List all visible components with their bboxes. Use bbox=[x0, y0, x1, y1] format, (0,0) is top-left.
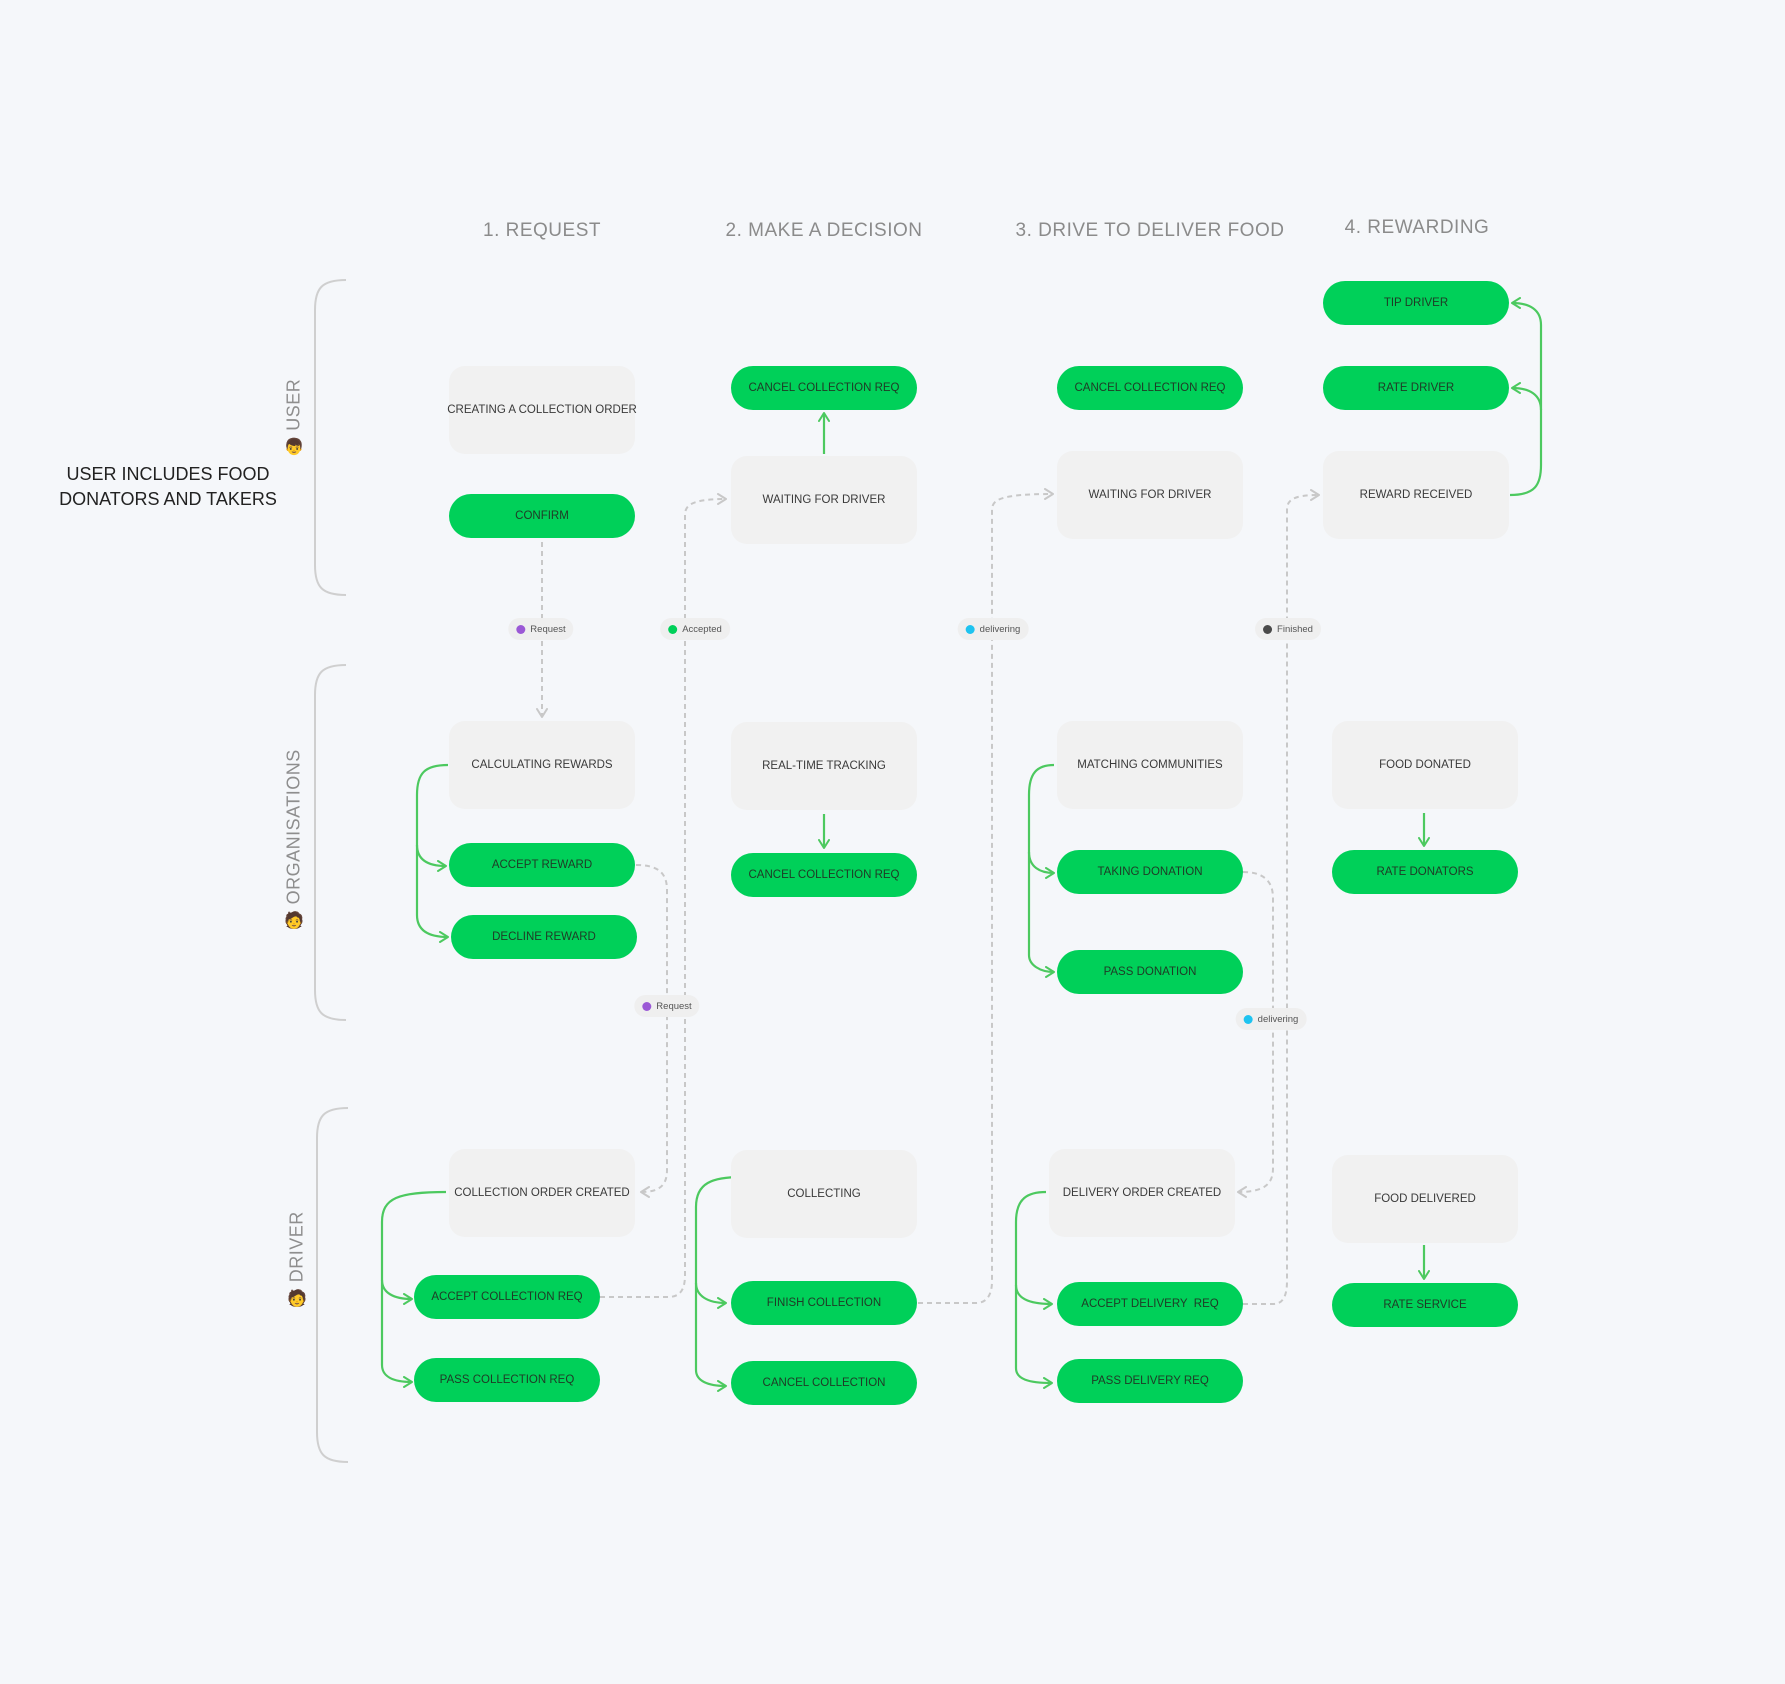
node-waiting-for-driver[interactable]: WAITING FOR DRIVER bbox=[1057, 451, 1243, 539]
cancel-collection-button[interactable]: CANCEL COLLECTION bbox=[731, 1361, 917, 1405]
lane-bracket-user bbox=[314, 279, 347, 596]
node-collecting[interactable]: COLLECTING bbox=[731, 1150, 917, 1238]
arrow-collecting-to-cancel bbox=[694, 1283, 727, 1392]
lane-label-user: 👦 USER bbox=[284, 379, 305, 457]
lane-bracket-organisations bbox=[314, 664, 347, 1021]
lane-bracket-driver bbox=[316, 1107, 349, 1463]
pass-delivery-req-button[interactable]: PASS DELIVERY REQ bbox=[1057, 1359, 1243, 1403]
column-title-request: 1. REQUEST bbox=[483, 220, 601, 241]
node-calculating-rewards[interactable]: CALCULATING REWARDS bbox=[449, 721, 635, 809]
arrow-collecting-to-finish bbox=[694, 1175, 743, 1309]
node-collection-order-created[interactable]: COLLECTION ORDER CREATED bbox=[449, 1149, 635, 1237]
arrow-doc-to-pass bbox=[1014, 1285, 1053, 1389]
node-food-donated[interactable]: FOOD DONATED bbox=[1332, 721, 1518, 809]
status-badge-label: Accepted bbox=[682, 623, 722, 635]
dashed-taking-to-doc bbox=[1237, 871, 1274, 1198]
status-badge-label: delivering bbox=[1257, 1013, 1299, 1025]
green-connectors bbox=[380, 297, 1543, 1392]
dashed-connectors bbox=[536, 488, 1320, 1305]
accept-reward-button[interactable]: ACCEPT REWARD bbox=[449, 843, 635, 887]
node-reward-received[interactable]: REWARD RECEIVED bbox=[1323, 451, 1509, 539]
status-dot bbox=[668, 624, 678, 634]
lane-label-driver: 🧑 DRIVER bbox=[287, 1211, 308, 1308]
column-title-drive: 3. DRIVE TO DELIVER FOOD bbox=[1015, 220, 1285, 241]
column-title-rewarding: 4. REWARDING bbox=[1344, 217, 1490, 238]
status-badge-label: Request bbox=[530, 623, 566, 635]
arrow-matching-to-pass bbox=[1027, 852, 1055, 978]
status-badge-request: Request bbox=[508, 618, 574, 640]
lane-label-user-text: USER bbox=[283, 378, 304, 431]
boy-emoji-icon: 👦 bbox=[283, 439, 305, 457]
status-badge-delivering: delivering bbox=[1235, 1008, 1307, 1030]
dashed-accept-del-to-reward bbox=[1243, 489, 1320, 1305]
person-emoji-icon: 🧑 bbox=[283, 912, 305, 930]
note-line-1: USER INCLUDES FOOD bbox=[66, 464, 270, 484]
pass-donation-button[interactable]: PASS DONATION bbox=[1057, 950, 1243, 994]
person-emoji-icon: 🧑 bbox=[286, 1290, 308, 1308]
finish-collection-button[interactable]: FINISH COLLECTION bbox=[731, 1281, 917, 1325]
status-badge-label: delivering bbox=[979, 623, 1021, 635]
node-waiting-for-driver[interactable]: WAITING FOR DRIVER bbox=[731, 456, 917, 544]
accept-delivery-req-button[interactable]: ACCEPT DELIVERY REQ bbox=[1057, 1282, 1243, 1326]
cancel-collection-req-button[interactable]: CANCEL COLLECTION REQ bbox=[731, 366, 917, 410]
status-badge-delivering: delivering bbox=[957, 618, 1029, 640]
note-line-2: DONATORS AND TAKERS bbox=[59, 489, 277, 509]
arrow-reward-to-rate bbox=[1509, 382, 1543, 497]
accept-collection-req-button[interactable]: ACCEPT COLLECTION REQ bbox=[414, 1275, 600, 1319]
status-badge-finished: Finished bbox=[1255, 618, 1321, 640]
decline-reward-button[interactable]: DECLINE REWARD bbox=[451, 915, 637, 959]
rate-donators-button[interactable]: RATE DONATORS bbox=[1332, 850, 1518, 894]
node-creating-collection-order[interactable]: CREATING A COLLECTION ORDER bbox=[447, 366, 637, 454]
taking-donation-button[interactable]: TAKING DONATION bbox=[1057, 850, 1243, 894]
arrow-doc-to-accept bbox=[1014, 1190, 1053, 1310]
status-badge-accepted: Accepted bbox=[660, 618, 730, 640]
arrow-calc-to-accept bbox=[415, 763, 449, 872]
node-delivery-order-created[interactable]: DELIVERY ORDER CREATED bbox=[1049, 1149, 1235, 1237]
status-dot bbox=[1243, 1014, 1253, 1024]
confirm-button[interactable]: CONFIRM bbox=[449, 494, 635, 538]
lane-label-organisations: 🧑 ORGANISATIONS bbox=[284, 749, 305, 931]
arrow-calc-to-decline bbox=[415, 845, 449, 943]
lane-label-driver-text: DRIVER bbox=[286, 1211, 307, 1283]
status-badge-label: Finished bbox=[1277, 623, 1313, 635]
arrow-coc-to-pass bbox=[380, 1280, 413, 1388]
node-real-time-tracking[interactable]: REAL-TIME TRACKING bbox=[731, 722, 917, 810]
node-matching-communities[interactable]: MATCHING COMMUNITIES bbox=[1057, 721, 1243, 809]
lane-label-organisations-text: ORGANISATIONS bbox=[283, 749, 304, 905]
tip-driver-button[interactable]: TIP DRIVER bbox=[1323, 281, 1509, 325]
dashed-accept-reward-to-coc bbox=[635, 864, 668, 1198]
cancel-collection-req-button[interactable]: CANCEL COLLECTION REQ bbox=[731, 853, 917, 897]
node-food-delivered[interactable]: FOOD DELIVERED bbox=[1332, 1155, 1518, 1243]
arrow-coc-to-accept bbox=[380, 1190, 447, 1305]
arrow-matching-to-taking bbox=[1027, 763, 1055, 879]
cancel-collection-req-button[interactable]: CANCEL COLLECTION REQ bbox=[1057, 366, 1243, 410]
rate-driver-button[interactable]: RATE DRIVER bbox=[1323, 366, 1509, 410]
status-dot bbox=[642, 1001, 652, 1011]
user-definition-note: USER INCLUDES FOOD DONATORS AND TAKERS bbox=[58, 462, 278, 512]
arrow-reward-to-tip bbox=[1511, 297, 1543, 410]
status-dot bbox=[516, 624, 526, 634]
column-title-decision: 2. MAKE A DECISION bbox=[725, 220, 923, 241]
status-dot bbox=[965, 624, 975, 634]
rate-service-button[interactable]: RATE SERVICE bbox=[1332, 1283, 1518, 1327]
dashed-accept-coll-to-waiting bbox=[600, 493, 727, 1298]
status-badge-label: Request bbox=[656, 1000, 692, 1012]
status-dot bbox=[1263, 624, 1273, 634]
status-badge-request: Request bbox=[634, 995, 700, 1017]
dashed-finish-to-waiting bbox=[918, 488, 1054, 1304]
pass-collection-req-button[interactable]: PASS COLLECTION REQ bbox=[414, 1358, 600, 1402]
